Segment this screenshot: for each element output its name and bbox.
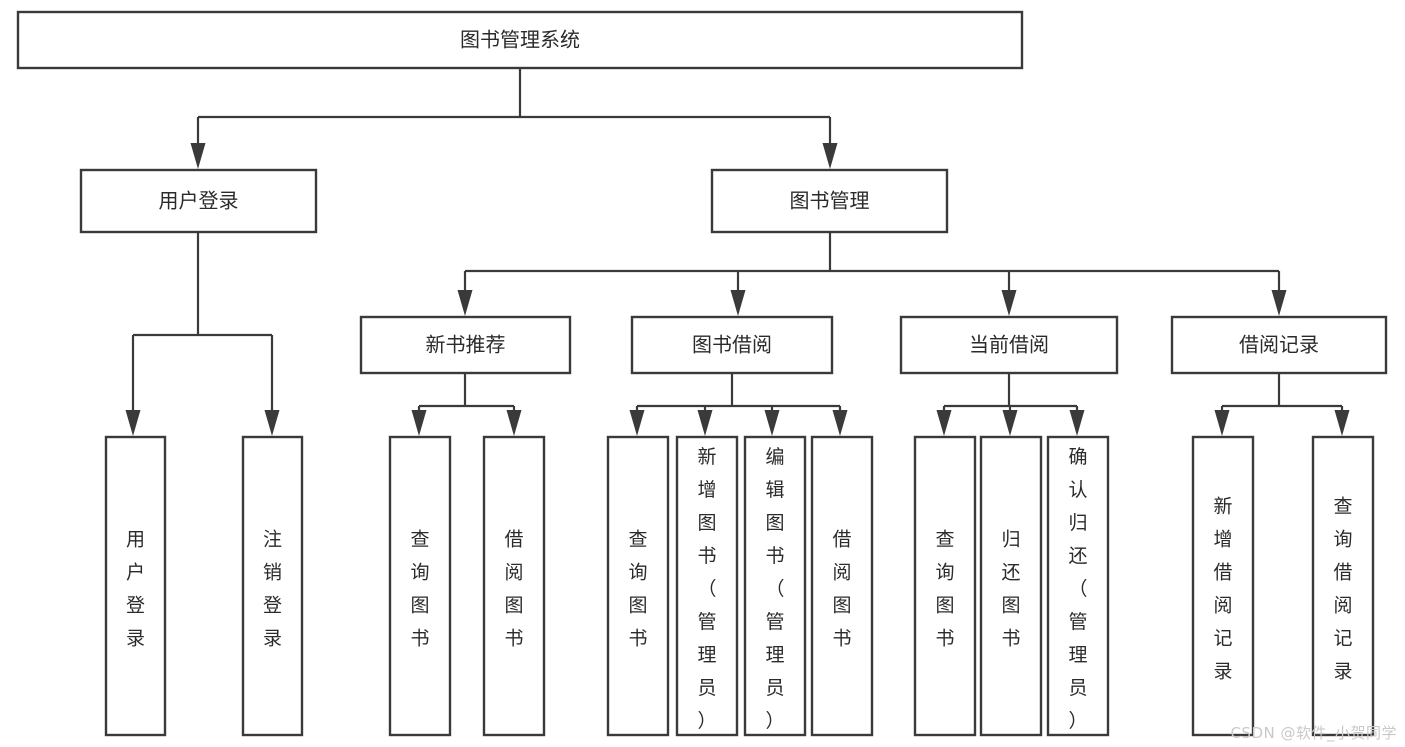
- arrow-head-icon: [936, 410, 952, 436]
- node-box: [913, 435, 977, 737]
- node-box: [710, 168, 949, 234]
- connector-layer: [125, 68, 1350, 436]
- connector-group: [190, 68, 838, 169]
- node-box: [388, 435, 452, 737]
- node-box: [675, 435, 739, 737]
- arrow-head-icon: [506, 410, 522, 436]
- arrow-head-icon: [190, 143, 206, 169]
- node-label: 查询借阅记录: [1333, 496, 1352, 683]
- node-new-book-rec[interactable]: 新书推荐: [359, 315, 572, 375]
- arrow-head-icon: [1334, 410, 1350, 436]
- node-leaf-query-book-3[interactable]: 查询图书: [913, 435, 977, 737]
- node-label: 新增借阅记录: [1213, 496, 1232, 683]
- node-label: 用户登录: [159, 189, 239, 213]
- arrow-head-icon: [822, 143, 838, 169]
- node-root[interactable]: 图书管理系统: [16, 10, 1024, 70]
- arrow-head-icon: [1069, 410, 1085, 436]
- arrow-head-icon: [411, 410, 427, 436]
- node-label: 图书管理系统: [460, 28, 580, 52]
- node-label: 查询图书: [410, 529, 429, 650]
- node-box: [79, 168, 318, 234]
- node-label: 编辑图书（管理员）: [765, 446, 784, 732]
- node-current-borrow[interactable]: 当前借阅: [899, 315, 1119, 375]
- node-borrow-record[interactable]: 借阅记录: [1170, 315, 1388, 375]
- arrow-head-icon: [1214, 410, 1230, 436]
- node-leaf-add-record[interactable]: 新增借阅记录: [1191, 435, 1255, 737]
- node-box: [979, 435, 1043, 737]
- connector-group: [457, 232, 1287, 316]
- node-label: 图书借阅: [692, 333, 772, 357]
- node-label: 查询图书: [935, 529, 954, 650]
- node-leaf-edit-book[interactable]: 编辑图书（管理员）: [743, 435, 807, 737]
- node-label: 借阅图书: [832, 529, 851, 650]
- node-box: [1170, 315, 1388, 375]
- node-label: 查询图书: [628, 529, 647, 650]
- node-leaf-query-book-1[interactable]: 查询图书: [388, 435, 452, 737]
- connector-group: [411, 373, 522, 436]
- node-user-login[interactable]: 用户登录: [79, 168, 318, 234]
- node-box: [899, 315, 1119, 375]
- node-box: [359, 315, 572, 375]
- node-leaf-borrow-book-1[interactable]: 借阅图书: [482, 435, 546, 737]
- node-label: 新书推荐: [426, 333, 506, 357]
- node-label: 图书管理: [790, 189, 870, 213]
- arrow-head-icon: [629, 410, 645, 436]
- node-layer: 图书管理系统用户登录图书管理新书推荐图书借阅当前借阅借阅记录用户登录注销登录查询…: [16, 10, 1388, 737]
- node-label: 新增图书（管理员）: [697, 446, 716, 732]
- node-box: [743, 435, 807, 737]
- arrow-head-icon: [697, 410, 713, 436]
- node-leaf-return-book[interactable]: 归还图书: [979, 435, 1043, 737]
- arrow-head-icon: [1002, 410, 1018, 436]
- connector-group: [629, 373, 848, 436]
- node-label: 用户登录: [126, 529, 145, 650]
- arrow-head-icon: [1001, 290, 1017, 316]
- node-leaf-borrow-book-2[interactable]: 借阅图书: [810, 435, 874, 737]
- node-box: [606, 435, 670, 737]
- node-leaf-add-book[interactable]: 新增图书（管理员）: [675, 435, 739, 737]
- node-leaf-user-logout[interactable]: 注销登录: [241, 435, 304, 737]
- arrow-head-icon: [730, 290, 746, 316]
- connector-group: [125, 232, 280, 436]
- node-box: [810, 435, 874, 737]
- arrow-head-icon: [264, 410, 280, 436]
- arrow-head-icon: [1271, 290, 1287, 316]
- connector-group: [1214, 373, 1350, 436]
- node-leaf-user-login[interactable]: 用户登录: [104, 435, 167, 737]
- node-book-manage[interactable]: 图书管理: [710, 168, 949, 234]
- node-label: 归还图书: [1001, 529, 1020, 650]
- connector-group: [936, 373, 1085, 436]
- node-leaf-query-record[interactable]: 查询借阅记录: [1311, 435, 1375, 737]
- node-book-borrow[interactable]: 图书借阅: [630, 315, 834, 375]
- node-label: 确认归还（管理员）: [1068, 446, 1087, 732]
- arrow-head-icon: [457, 290, 473, 316]
- node-box: [241, 435, 304, 737]
- arrow-head-icon: [832, 410, 848, 436]
- node-label: 当前借阅: [969, 333, 1049, 357]
- node-label: 借阅记录: [1239, 333, 1319, 357]
- node-box: [1046, 435, 1110, 737]
- node-box: [1311, 435, 1375, 737]
- arrow-head-icon: [125, 410, 141, 436]
- arrow-head-icon: [764, 410, 780, 436]
- node-leaf-confirm-return[interactable]: 确认归还（管理员）: [1046, 435, 1110, 737]
- node-box: [1191, 435, 1255, 737]
- node-label: 注销登录: [263, 529, 282, 650]
- node-box: [104, 435, 167, 737]
- node-label: 借阅图书: [504, 529, 523, 650]
- node-box: [16, 10, 1024, 70]
- node-box: [630, 315, 834, 375]
- node-leaf-query-book-2[interactable]: 查询图书: [606, 435, 670, 737]
- node-box: [482, 435, 546, 737]
